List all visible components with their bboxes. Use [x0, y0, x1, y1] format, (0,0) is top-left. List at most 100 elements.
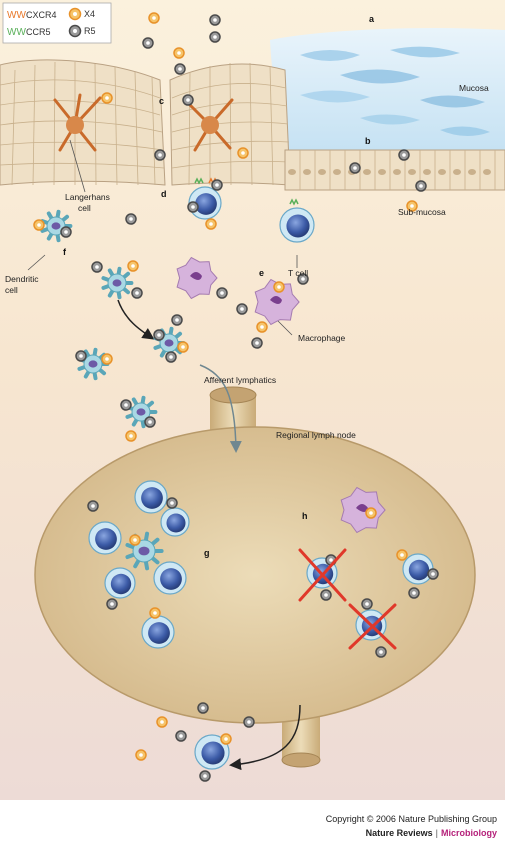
receptor-icon: [194, 177, 204, 185]
r5-virion: [171, 314, 183, 326]
cells-layer: [40, 177, 434, 770]
t-cell: [88, 521, 122, 555]
x4-virion: [406, 200, 418, 212]
langerhans-label-2: cell: [78, 203, 91, 213]
afferent-lymphatics-label: Afferent lymphatics: [204, 375, 276, 385]
dendritic-cell: [77, 347, 110, 381]
r5-virion: [216, 287, 228, 299]
r5-virion: [375, 646, 387, 658]
panel-label-b: b: [365, 136, 371, 146]
r5-virion: [199, 770, 211, 782]
copyright-text: Copyright © 2006 Nature Publishing Group: [325, 814, 497, 824]
submucosa-label: Sub-mucosa: [398, 207, 446, 217]
panel-label-a: a: [369, 14, 375, 24]
stratified-epithelium: [0, 59, 291, 186]
cxcr4-receptor-icon: WW: [7, 10, 26, 21]
panel-label-g: g: [204, 548, 210, 558]
x4-virion: [148, 12, 160, 24]
journal-credit: Nature Reviews|Microbiology: [366, 828, 497, 838]
migration-arrow: [117, 299, 155, 340]
x4-virion-icon: [68, 7, 82, 21]
x4-virion: [125, 430, 137, 442]
r5-virion: [427, 568, 439, 580]
dendritic-cell: [125, 395, 158, 429]
r5-virion: [174, 63, 186, 75]
r5-virion: [361, 598, 373, 610]
t-cell: [134, 480, 168, 514]
dendritic-label-2: cell: [5, 285, 18, 295]
langerhans-cell: [53, 93, 234, 152]
r5-virion: [175, 730, 187, 742]
macrophage-cell: [176, 256, 218, 300]
r5-virion: [87, 500, 99, 512]
x4-virion: [173, 47, 185, 59]
t-cell: [160, 507, 190, 537]
efferent-arrow: [229, 704, 301, 771]
r5-virion: [243, 716, 255, 728]
cell-death-marks: [298, 548, 397, 650]
r5-virion: [182, 94, 194, 106]
x4-virion: [220, 733, 232, 745]
macrophage-label: Macrophage: [298, 333, 346, 343]
r5-virion: [251, 337, 263, 349]
r5-virion: [60, 226, 72, 238]
x4-virion: [129, 534, 141, 546]
columnar-epithelium: [284, 149, 505, 191]
x4-virion: [205, 218, 217, 230]
x4-virion: [156, 716, 168, 728]
x4-virion: [101, 92, 113, 104]
legend-r5-label: R5: [84, 26, 96, 36]
receptor-icon: [289, 198, 299, 206]
t-cell: [153, 561, 187, 595]
r5-virion: [187, 201, 199, 213]
panel-label-e: e: [259, 268, 264, 278]
panel-label-f: f: [63, 247, 67, 257]
r5-virion: [125, 213, 137, 225]
dendritic-cell: [125, 531, 164, 571]
x4-virion: [237, 147, 249, 159]
t-cell: [141, 615, 175, 649]
x4-virion: [396, 549, 408, 561]
r5-virion: [106, 598, 118, 610]
r5-virion: [297, 273, 309, 285]
t-cell: [194, 734, 230, 770]
x4-virion: [149, 607, 161, 619]
r5-virion: [349, 162, 361, 174]
langerhans-label-1: Langerhans: [65, 192, 110, 202]
dendritic-cell: [101, 266, 134, 300]
r5-virion: [415, 180, 427, 192]
legend: WW CXCR4 WW CCR5 X4 R5: [2, 2, 112, 44]
r5-virion: [211, 179, 223, 191]
dendritic-pointer: [27, 254, 46, 271]
r5-virion: [166, 497, 178, 509]
hiv-transmission-diagram: WW CXCR4 WW CCR5 X4 R5 a b c d e f g h M…: [0, 0, 505, 800]
legend-ccr5-label: CCR5: [26, 27, 51, 37]
t-cell: [104, 567, 136, 599]
r5-virion: [197, 702, 209, 714]
x4-virion: [256, 321, 268, 333]
r5-virion: [154, 149, 166, 161]
panel-label-d: d: [161, 189, 167, 199]
r5-virion: [320, 589, 332, 601]
journal-section: Microbiology: [441, 828, 497, 838]
x4-virion: [127, 260, 139, 272]
r5-virion: [91, 261, 103, 273]
langerhans-pointer: [69, 139, 86, 193]
x4-virion: [273, 281, 285, 293]
t-cell: [279, 207, 315, 243]
r5-virion: [209, 14, 221, 26]
journal-separator: |: [435, 828, 438, 838]
x4-virion: [365, 507, 377, 519]
legend-box: [2, 2, 112, 44]
macrophage-cell: [254, 278, 300, 326]
x4-virion: [135, 749, 147, 761]
dendritic-label-1: Dendritic: [5, 274, 39, 284]
r5-virion: [398, 149, 410, 161]
ccr5-receptor-icon: WW: [7, 27, 26, 38]
panel-label-c: c: [159, 96, 164, 106]
r5-virion: [408, 587, 420, 599]
r5-virion: [131, 287, 143, 299]
regional-lymph-node-label: Regional lymph node: [276, 430, 356, 440]
r5-virion: [236, 303, 248, 315]
x4-virion: [177, 341, 189, 353]
